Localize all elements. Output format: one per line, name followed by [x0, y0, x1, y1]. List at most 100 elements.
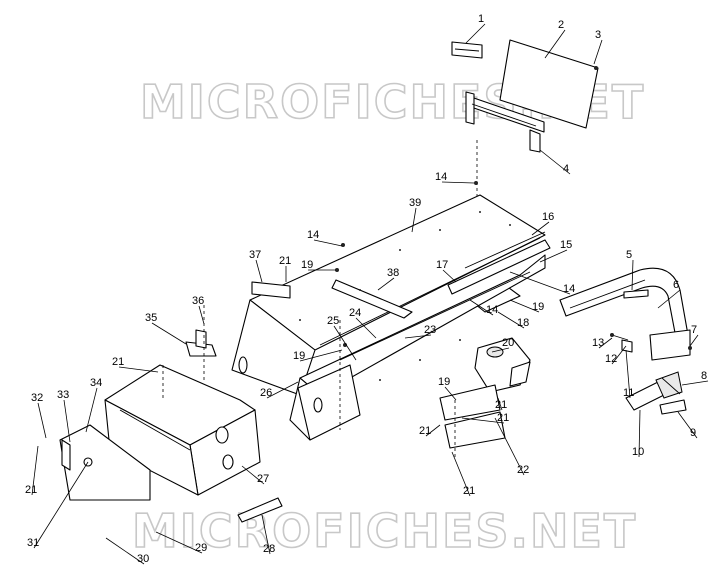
- part-panel: [499, 39, 599, 129]
- callout-number-2: 2: [558, 19, 564, 31]
- callout-number-24: 24: [349, 307, 361, 319]
- callout-leader-6: [657, 289, 681, 309]
- part-strip-28: [237, 497, 283, 523]
- callout-number-14: 14: [307, 229, 319, 241]
- callout-leader-10: [638, 409, 641, 458]
- callout-leader-21: [31, 445, 39, 496]
- callout-number-39: 39: [409, 197, 421, 209]
- callout-leader-15: [539, 249, 568, 263]
- callout-number-21: 21: [112, 356, 124, 368]
- callout-leader-8: [681, 380, 709, 386]
- callout-number-35: 35: [145, 312, 157, 324]
- callout-number-3: 3: [595, 29, 601, 41]
- callout-number-23: 23: [424, 324, 436, 336]
- callout-leader-14: [469, 299, 494, 316]
- callout-leader-19: [509, 299, 540, 313]
- callout-leader-1: [465, 23, 486, 44]
- callout-number-6: 6: [673, 279, 679, 291]
- part-gearbox: [474, 337, 531, 393]
- callout-leader-39: [411, 207, 417, 233]
- callout-number-19: 19: [293, 350, 305, 362]
- callout-leader-35: [151, 322, 187, 345]
- part-strip-38: [331, 279, 413, 319]
- watermark-bottom: MICROFICHES.NET: [132, 504, 637, 558]
- callout-number-31: 31: [27, 537, 39, 549]
- callout-number-17: 17: [436, 259, 448, 271]
- callout-leader-25: [333, 325, 357, 361]
- callout-number-20: 20: [502, 337, 514, 349]
- callout-number-25: 25: [327, 315, 339, 327]
- callout-number-14: 14: [563, 283, 575, 295]
- callout-leader-4: [539, 149, 571, 175]
- callout-number-29: 29: [195, 542, 207, 554]
- callout-number-21: 21: [279, 255, 291, 267]
- rivet-dots: [299, 211, 511, 381]
- callout-leader-37: [255, 259, 263, 283]
- part-bar-9: [659, 399, 687, 415]
- part-decal-37: [251, 281, 291, 299]
- callout-leader-20: [491, 347, 510, 353]
- callout-leader-19: [299, 349, 343, 362]
- callout-number-21: 21: [495, 399, 507, 411]
- callout-number-21: 21: [25, 484, 37, 496]
- callout-leader-3: [593, 39, 603, 65]
- callout-number-8: 8: [701, 370, 707, 382]
- callout-leader-7: [689, 334, 699, 347]
- callout-number-1: 1: [478, 13, 484, 25]
- callout-leader-31: [33, 461, 89, 549]
- callout-leader-22: [494, 417, 525, 476]
- callout-leader-27: [241, 465, 265, 485]
- callout-number-21: 21: [463, 485, 475, 497]
- callout-number-13: 13: [592, 337, 604, 349]
- callout-number-14: 14: [435, 171, 447, 183]
- part-rail-right: [447, 231, 551, 295]
- part-hitch: [625, 371, 683, 411]
- callout-leader-21: [118, 366, 159, 373]
- callout-number-19: 19: [438, 376, 450, 388]
- callout-number-15: 15: [560, 239, 572, 251]
- callout-number-7: 7: [691, 324, 697, 336]
- callout-number-38: 38: [387, 267, 399, 279]
- part-clip-35: [185, 329, 217, 357]
- part-left-bracket: [59, 424, 151, 501]
- callout-leader-17: [442, 269, 457, 283]
- callout-leader-23: [404, 334, 432, 339]
- callout-number-18: 18: [517, 317, 529, 329]
- callout-number-22: 22: [517, 464, 529, 476]
- callout-leader-29: [155, 531, 203, 554]
- callout-number-5: 5: [626, 249, 632, 261]
- callout-leader-32: [37, 402, 47, 439]
- part-mount-plates: [439, 384, 506, 460]
- callout-number-27: 27: [257, 473, 269, 485]
- callout-number-4: 4: [563, 163, 569, 175]
- callout-number-36: 36: [192, 295, 204, 307]
- part-decal-small: [451, 41, 483, 59]
- callout-leader-34: [85, 387, 98, 433]
- part-bar-5: [623, 289, 649, 299]
- callout-number-9: 9: [690, 427, 696, 439]
- callout-number-19: 19: [301, 259, 313, 271]
- callout-leader-13: [598, 337, 613, 349]
- callout-leader-14: [509, 271, 571, 295]
- callout-leader-16: [531, 221, 550, 236]
- part-tunnel: [231, 194, 546, 396]
- part-hole-26: [313, 397, 323, 413]
- callout-number-33: 33: [57, 389, 69, 401]
- callout-leader-12: [611, 345, 627, 365]
- callout-leader-11: [625, 349, 631, 399]
- callout-leader-30: [105, 537, 145, 565]
- callout-number-21: 21: [497, 412, 509, 424]
- callout-number-21: 21: [419, 425, 431, 437]
- callout-number-32: 32: [31, 392, 43, 404]
- callout-leader-33: [63, 399, 71, 443]
- callout-leader-28: [261, 514, 271, 555]
- callout-leader-24: [355, 317, 377, 339]
- callout-leader-21: [425, 424, 441, 437]
- callout-leader-36: [198, 305, 205, 325]
- callout-number-19: 19: [532, 301, 544, 313]
- callout-leader-18: [497, 311, 525, 329]
- callout-number-26: 26: [260, 387, 272, 399]
- callout-leader-21: [497, 397, 503, 411]
- callout-number-16: 16: [542, 211, 554, 223]
